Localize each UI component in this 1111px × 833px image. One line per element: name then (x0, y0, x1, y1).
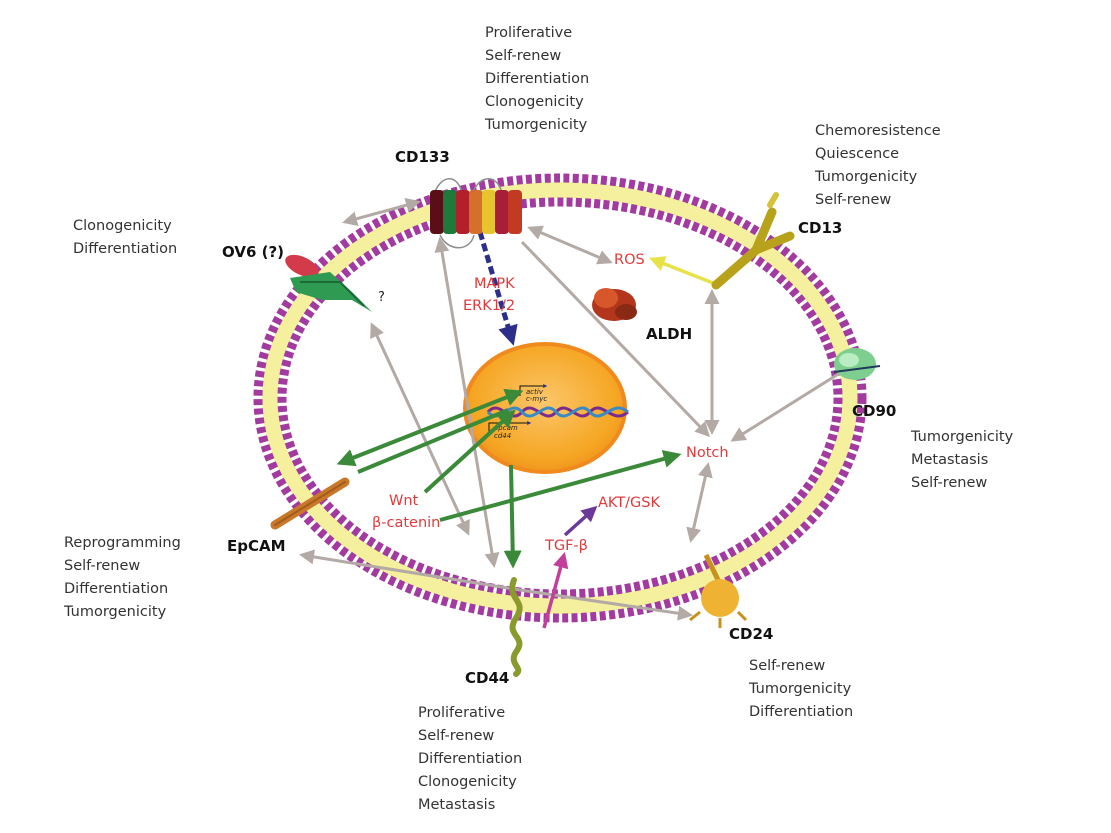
signal-label-ros: ROS (614, 252, 645, 268)
function-list-cd13: Chemoresistence Quiescence Tumorgenicity… (815, 120, 941, 212)
mapk-arrow (477, 231, 518, 346)
signal-label-tgf: TGF-β (545, 538, 588, 554)
gene-label-cd44: cd44 (494, 432, 511, 440)
cd24-receptor-icon (689, 553, 748, 628)
cd44-receptor-icon (509, 577, 523, 677)
marker-label-cd44: CD44 (465, 669, 510, 687)
ov6-receptor-icon (285, 254, 372, 312)
function-item: Clonogenicity (418, 774, 517, 790)
gene-label-activ: activ (526, 388, 544, 396)
function-list-cd24: Self-renew Tumorgenicity Differentiation (749, 655, 853, 724)
function-item: Reprogramming (64, 535, 181, 551)
function-item: Self-renew (485, 48, 562, 64)
marker-label-cd90: CD90 (852, 402, 897, 420)
akt-arrow (563, 505, 598, 537)
function-item: Self-renew (418, 728, 495, 744)
signal-label-notch: Notch (686, 445, 729, 461)
signal-label-mapk: MAPK (474, 276, 515, 292)
function-item: Differentiation (64, 581, 169, 597)
signal-label-beta-catenin: β-catenin (372, 515, 441, 531)
unknown-mark: ? (378, 290, 385, 305)
function-list-epcam: Reprogramming Self-renew Differentiation… (64, 532, 181, 624)
function-item: Metastasis (911, 452, 989, 468)
marker-label-cd13: CD13 (798, 219, 843, 237)
marker-label-cd133: CD133 (395, 148, 450, 166)
function-item: Self-renew (749, 658, 826, 674)
cell-membrane (253, 173, 867, 623)
function-item: Quiescence (815, 146, 900, 162)
function-list-cd90: Tumorgenicity Metastasis Self-renew (911, 426, 1013, 495)
epcam-receptor-icon (270, 477, 350, 530)
function-item: Tumorgenicity (911, 429, 1014, 445)
function-item: Tumorgenicity (815, 169, 918, 185)
function-item: Proliferative (418, 705, 506, 721)
function-item: Chemoresistence (815, 123, 941, 139)
nucleus: activ c-myc epcam cd44 (463, 342, 629, 474)
function-item: Metastasis (418, 797, 496, 813)
gene-label-cmyc: c-myc (526, 395, 547, 403)
tgf-arrow (542, 551, 569, 629)
function-item: Tumorgenicity (485, 117, 588, 133)
function-item: Self-renew (64, 558, 141, 574)
function-item: Differentiation (485, 71, 590, 87)
signal-label-wnt: Wnt (389, 493, 419, 509)
function-item: Tumorgenicity (64, 604, 167, 620)
function-item: Clonogenicity (485, 94, 584, 110)
function-list-cd133: Proliferative Self-renew Differentiation… (485, 22, 589, 137)
marker-label-aldh: ALDH (646, 325, 693, 343)
function-item: Differentiation (418, 751, 523, 767)
ros-arrow (649, 256, 719, 287)
marker-label-cd24: CD24 (729, 625, 774, 643)
signal-label-erk: ERK1/2 (463, 298, 516, 314)
cd13-receptor-icon (711, 192, 795, 290)
green-signaling-arrows (336, 388, 682, 569)
function-item: Differentiation (749, 704, 854, 720)
function-item: Self-renew (911, 475, 988, 491)
marker-label-epcam: EpCAM (227, 537, 286, 555)
marker-label-ov6: OV6 (?) (222, 243, 285, 261)
cd133-receptor-icon (430, 178, 522, 249)
aldh-enzyme-icon (592, 288, 637, 321)
signal-label-akt: AKT/GSK (598, 495, 660, 511)
function-list-cd44: Proliferative Self-renew Differentiation… (418, 702, 522, 817)
function-item: Tumorgenicity (749, 681, 852, 697)
function-item: Proliferative (485, 25, 573, 41)
cd90-receptor-icon (833, 348, 881, 380)
function-list-ov6: Clonogenicity Differentiation (73, 215, 177, 261)
function-item: Differentiation (73, 241, 178, 257)
function-item: Clonogenicity (73, 218, 172, 234)
function-item: Self-renew (815, 192, 892, 208)
